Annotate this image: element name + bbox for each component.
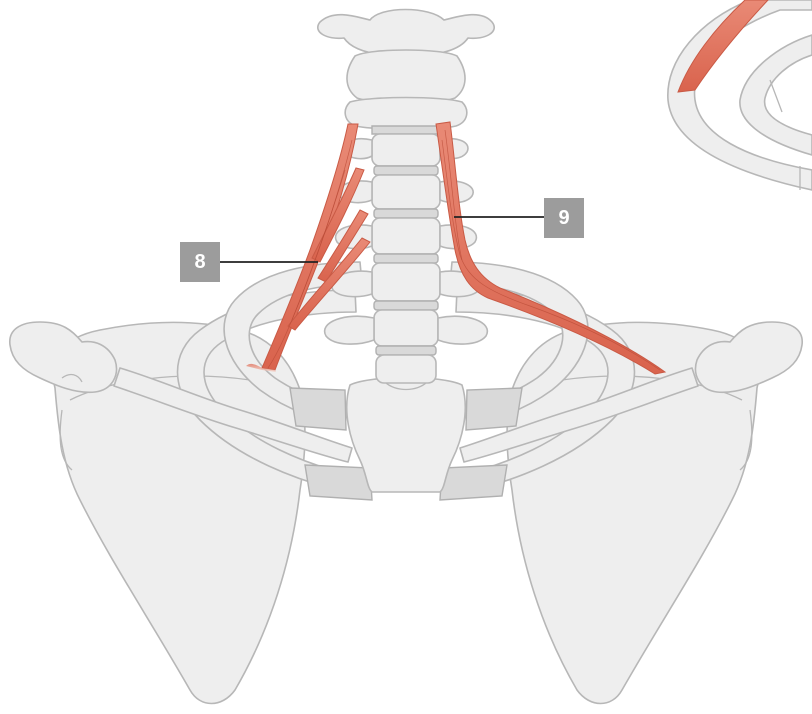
label-8-text: 8 [194, 251, 205, 274]
c3-disc [372, 126, 440, 134]
atlas [318, 10, 494, 57]
right-cartilage-1 [466, 388, 522, 430]
axis [347, 50, 465, 103]
label-8-box: 8 [180, 242, 220, 282]
cervical-bodies [372, 134, 440, 383]
right-cartilage-2 [440, 465, 507, 500]
left-cartilage-1 [290, 388, 346, 430]
label-9-text: 9 [558, 207, 569, 230]
label-9-box: 9 [544, 198, 584, 238]
left-cartilage-2 [305, 465, 372, 500]
sternum [347, 378, 466, 493]
